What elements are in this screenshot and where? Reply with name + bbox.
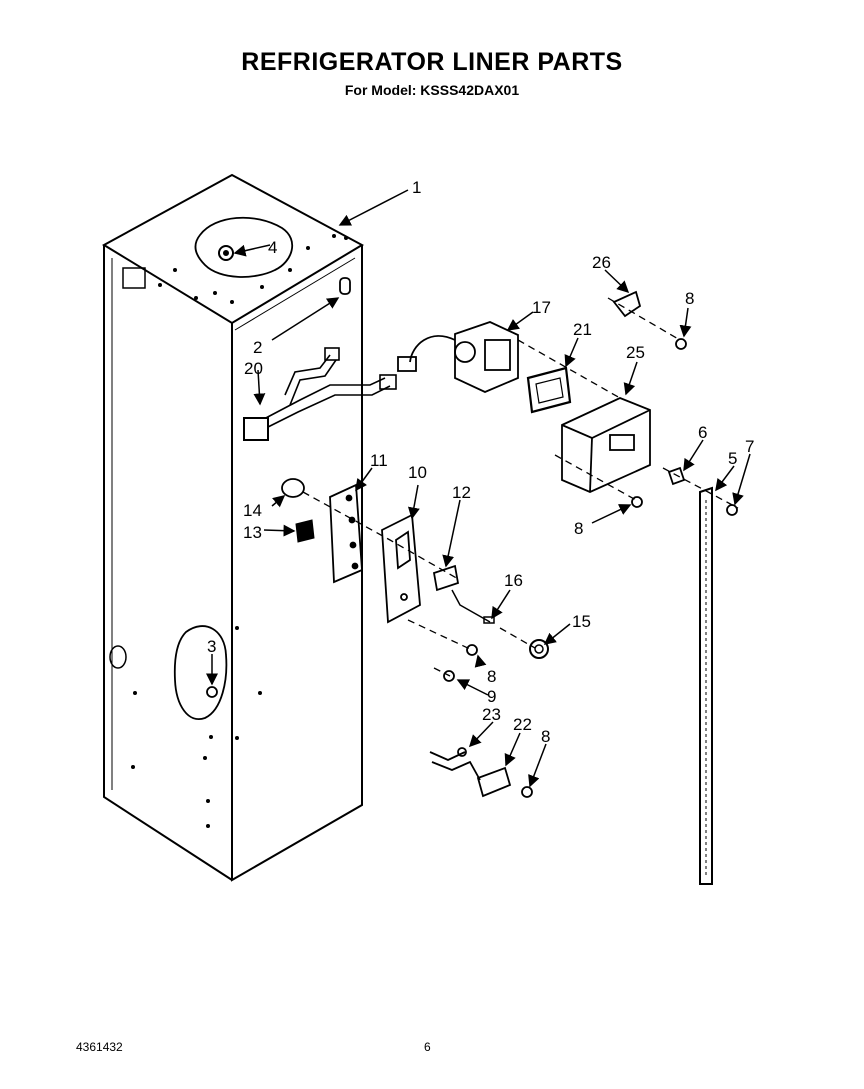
switch-22 (429, 747, 512, 798)
callout-6: 6 (698, 423, 707, 442)
cover-25 (561, 397, 651, 493)
callout-23: 23 (482, 705, 501, 724)
grommet-14 (281, 478, 305, 498)
cabinet-holes (131, 234, 348, 828)
wiring-harness (243, 347, 397, 441)
callout-8-cover: 8 (574, 519, 583, 538)
callout-8-bottom: 8 (541, 727, 550, 746)
bottom-cutout (173, 625, 228, 720)
capillary-16 (451, 589, 495, 624)
thermostat-12 (432, 564, 460, 592)
bracket-10 (381, 513, 421, 624)
callout-4: 4 (268, 238, 277, 257)
assembly-lines (302, 297, 739, 677)
callout-12: 12 (452, 483, 471, 502)
callout-11: 11 (370, 451, 388, 470)
callout-1: 1 (412, 178, 421, 197)
liner-cabinet (102, 173, 365, 882)
callout-8-top: 8 (685, 289, 694, 308)
control-housing-17 (397, 321, 519, 393)
callout-13: 13 (243, 523, 262, 542)
pad-13 (295, 519, 315, 543)
callout-2: 2 (253, 338, 262, 357)
callout-15: 15 (572, 612, 591, 631)
callout-labels: 1 4 2 20 3 11 10 12 16 15 14 13 17 21 25… (207, 178, 754, 746)
callout-9: 9 (487, 687, 496, 706)
leader-arrows (206, 189, 751, 788)
callout-3: 3 (207, 637, 216, 656)
callout-8-mid: 8 (487, 667, 496, 686)
document-number: 4361432 (76, 1040, 123, 1054)
callout-17: 17 (532, 298, 551, 317)
callout-22: 22 (513, 715, 532, 734)
model-subtitle: For Model: KSSS42DAX01 (344, 82, 520, 98)
callout-21: 21 (573, 320, 592, 339)
callout-7: 7 (745, 437, 754, 456)
callout-16: 16 (504, 571, 523, 590)
bracket-26 (612, 290, 642, 318)
gasket-21 (526, 366, 572, 414)
callout-14: 14 (243, 501, 262, 520)
page-number: 6 (424, 1040, 431, 1054)
knob-15 (529, 639, 549, 659)
strip-5 (699, 486, 713, 885)
page-title: REFRIGERATOR LINER PARTS (241, 48, 623, 76)
callout-25: 25 (626, 343, 645, 362)
drain-plug-2 (339, 277, 351, 295)
callout-5: 5 (728, 449, 737, 468)
top-cutout-plug (194, 216, 294, 278)
callout-20: 20 (244, 359, 263, 378)
callout-26: 26 (592, 253, 611, 272)
callout-10: 10 (408, 463, 427, 482)
bracket-11 (329, 483, 363, 584)
